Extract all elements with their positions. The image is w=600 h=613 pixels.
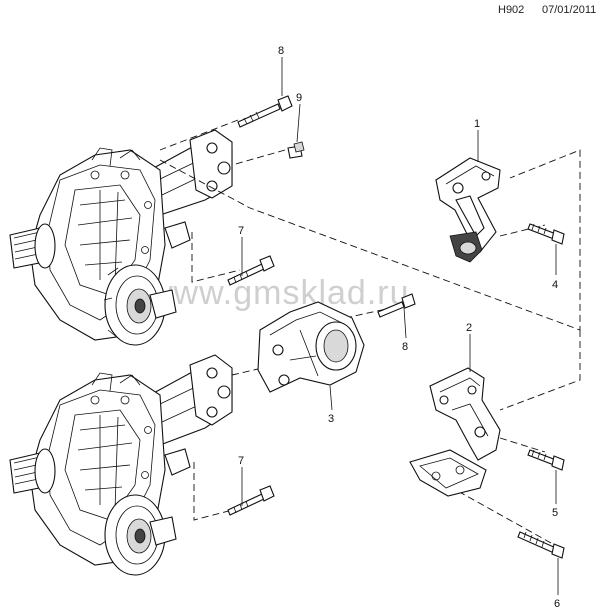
- bolt-7-upper: [227, 255, 275, 286]
- callout-2: 2: [466, 322, 472, 334]
- callout-4: 4: [552, 279, 558, 291]
- callout-9: 9: [296, 92, 302, 104]
- upper-transfer-case: [9, 129, 233, 346]
- callout-3: 3: [328, 413, 334, 425]
- leader-lines: [241, 57, 559, 595]
- callout-7-lower: 7: [238, 455, 244, 467]
- bracket-2: [409, 367, 501, 497]
- bolt-8-upper: [237, 95, 293, 128]
- bolt-4: [527, 223, 565, 245]
- bracket-3: [257, 301, 365, 393]
- bolt-8-lower: [377, 293, 416, 318]
- callout-7-upper: 7: [238, 225, 244, 237]
- lower-transfer-case: [9, 354, 233, 576]
- callout-8-upper: 8: [278, 45, 284, 57]
- callout-6: 6: [554, 598, 560, 610]
- bolt-6: [517, 531, 565, 559]
- callout-1: 1: [474, 118, 480, 130]
- bracket-1: [435, 157, 501, 263]
- callout-5: 5: [552, 507, 558, 519]
- diagram-date: 07/01/2011: [542, 4, 597, 16]
- watermark: www.gmsklad.ru: [147, 274, 410, 312]
- nut-9: [287, 141, 305, 159]
- bolt-7-lower: [227, 485, 275, 516]
- diagram-code: H902: [498, 4, 525, 16]
- callout-8-lower: 8: [402, 341, 408, 353]
- bolt-5: [527, 449, 565, 471]
